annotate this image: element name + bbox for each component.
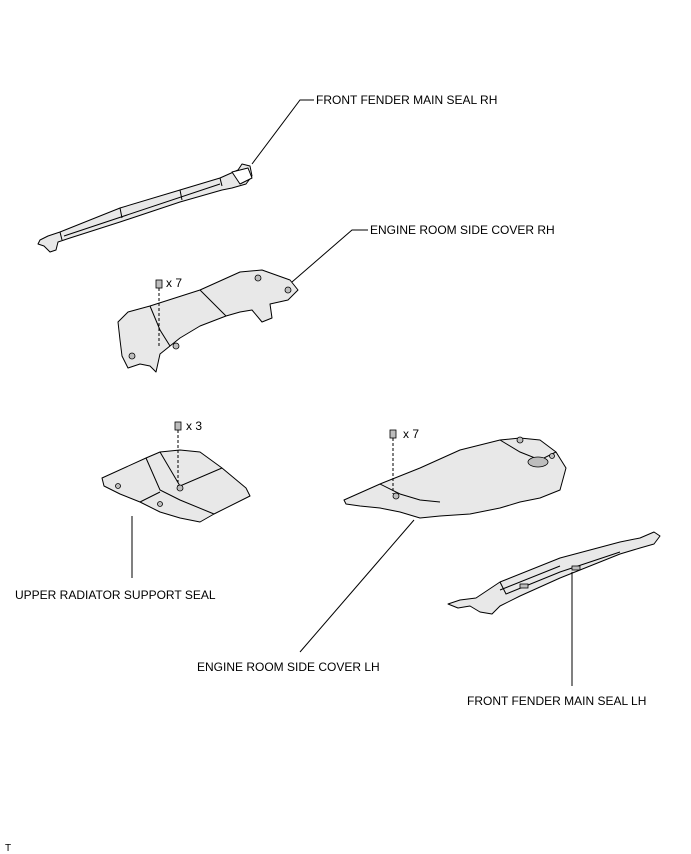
engine-room-side-cover-rh (117, 269, 299, 373)
quantity-lh-cover: x 7 (403, 427, 419, 441)
front-fender-main-seal-rh (37, 163, 253, 253)
leader-fender-seal-rh (251, 99, 314, 165)
label-front-fender-main-seal-rh: FRONT FENDER MAIN SEAL RH (316, 93, 497, 107)
corner-mark: T (5, 843, 11, 854)
bolt-icon-lh-cover (389, 429, 397, 494)
front-fender-main-seal-lh (447, 531, 661, 615)
quantity-radiator-seal: x 3 (186, 419, 202, 433)
quantity-rh-cover: x 7 (166, 276, 182, 290)
leader-side-cover-rh (291, 229, 368, 283)
leader-side-cover-lh (299, 519, 415, 653)
bolt-icon-rh-cover (155, 279, 163, 346)
upper-radiator-support-seal (101, 449, 251, 523)
label-engine-room-side-cover-rh: ENGINE ROOM SIDE COVER RH (370, 223, 555, 237)
label-engine-room-side-cover-lh: ENGINE ROOM SIDE COVER LH (197, 660, 380, 674)
label-front-fender-main-seal-lh: FRONT FENDER MAIN SEAL LH (467, 694, 646, 708)
engine-room-side-cover-lh (343, 436, 567, 519)
label-upper-radiator-support-seal: UPPER RADIATOR SUPPORT SEAL (15, 588, 216, 602)
bolt-icon-radiator-seal (174, 421, 182, 486)
